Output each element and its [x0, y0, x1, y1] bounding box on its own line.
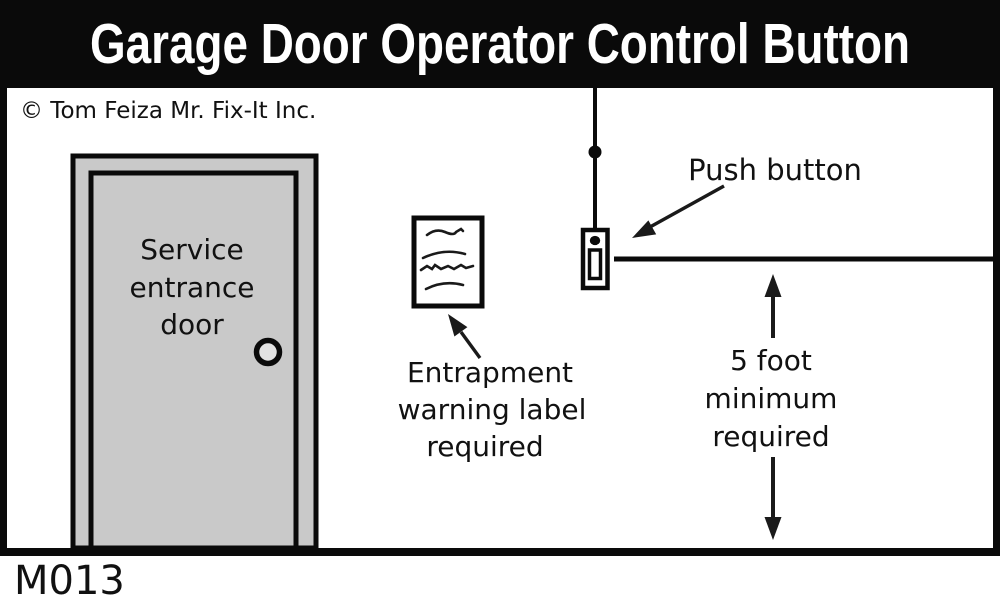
dimension-arrow-down-icon — [764, 457, 782, 540]
copyright-text: © Tom Feiza Mr. Fix-It Inc. — [20, 98, 316, 124]
door-label-line3: door — [160, 308, 224, 341]
push-button-cord — [588, 88, 602, 229]
entrapment-caption: Entrapment warning label required — [398, 356, 587, 463]
entrapment-caption-line3: required — [426, 430, 543, 463]
figure-title: Garage Door Operator Control Button — [90, 12, 910, 76]
dimension-arrow-up-icon — [764, 274, 782, 338]
push-button-caption: Push button — [688, 153, 862, 187]
door-label-line1: Service — [140, 233, 243, 266]
warning-placard-icon — [411, 215, 485, 309]
clearance-caption-line3: required — [712, 420, 829, 453]
push-button-pointer-arrow-icon — [632, 184, 725, 238]
push-button-device-icon — [580, 227, 610, 291]
entrapment-caption-line1: Entrapment — [407, 356, 573, 389]
entrapment-warning-label — [411, 215, 485, 309]
warning-label-pointer-arrow-icon — [448, 314, 482, 360]
figure-code: M013 — [14, 558, 125, 597]
clearance-caption-line1: 5 foot — [730, 344, 812, 377]
service-entrance-door: Service entrance door — [70, 153, 319, 551]
clearance-caption-line2: minimum — [705, 382, 838, 415]
entrapment-caption-line2: warning label — [398, 393, 587, 426]
door-label-line2: entrance — [130, 271, 255, 304]
scribble-lines-icon — [419, 227, 475, 291]
clearance-dimension: 5 foot minimum required — [705, 274, 838, 540]
cord-knot-icon — [588, 145, 602, 159]
doorknob-icon — [253, 337, 283, 367]
